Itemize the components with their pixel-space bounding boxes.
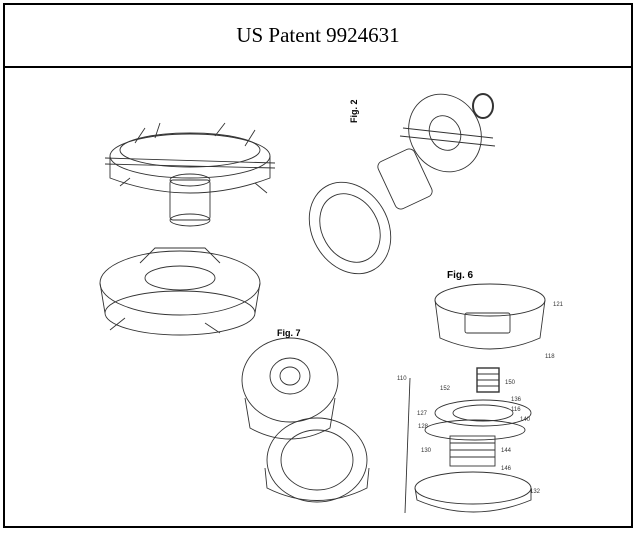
callout: 140 xyxy=(520,417,531,423)
callout: 152 xyxy=(440,386,451,392)
callout: 110 xyxy=(397,376,407,382)
fig2-drawing xyxy=(308,93,496,275)
callout: 136 xyxy=(511,397,522,403)
callout: 132 xyxy=(530,489,541,495)
callout: 150 xyxy=(505,380,516,386)
fig7-label: Fig. 7 xyxy=(277,328,301,338)
fig6-drawing xyxy=(404,283,546,514)
spool-drawing xyxy=(99,247,261,336)
callout: 116 xyxy=(511,407,521,413)
callout: 121 xyxy=(553,302,564,308)
fig2-label: Fig. 2 xyxy=(349,99,359,123)
patent-drawing-sheet: Fig. 2 Fig. 6 Fig. 7 121 118 150 152 136… xyxy=(5,68,631,526)
fig7-drawing xyxy=(241,337,370,503)
page-title: US Patent 9924631 xyxy=(236,23,400,47)
patent-frame: US Patent 9924631 xyxy=(3,3,633,528)
drawing-canvas: Fig. 2 Fig. 6 Fig. 7 121 118 150 152 136… xyxy=(99,93,564,514)
callout: 146 xyxy=(501,466,512,472)
callout: 118 xyxy=(545,354,555,360)
callout: 128 xyxy=(418,424,429,430)
fig6-callouts: 121 118 150 152 136 116 140 127 128 130 … xyxy=(397,302,564,495)
callout: 130 xyxy=(421,448,432,454)
callout: 127 xyxy=(417,411,428,417)
fig6-label: Fig. 6 xyxy=(447,270,474,281)
title-bar: US Patent 9924631 xyxy=(5,5,631,68)
head-assembly-drawing xyxy=(104,122,276,227)
callout: 144 xyxy=(501,448,512,454)
